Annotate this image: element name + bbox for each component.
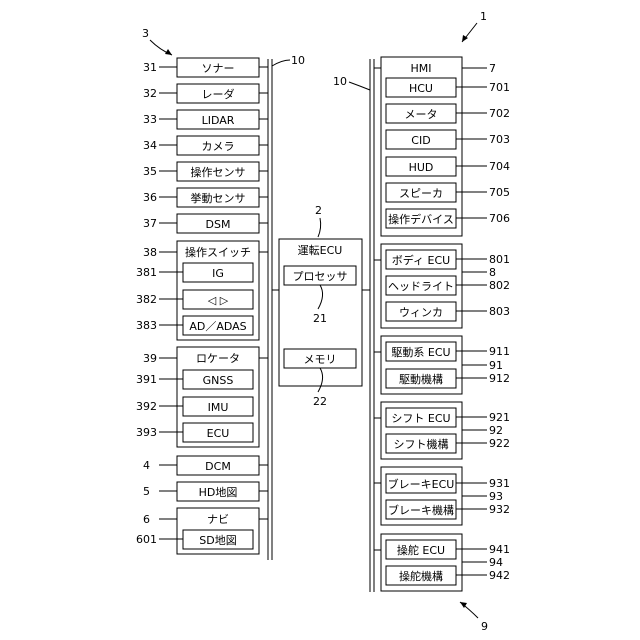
shift-ecu-label: シフト ECU: [391, 412, 450, 425]
ref-931: 931: [489, 477, 510, 490]
ref-392: 392: [136, 400, 157, 413]
ref-912: 912: [489, 372, 510, 385]
ref-601: 601: [136, 533, 157, 546]
ref-2: 2: [315, 204, 322, 217]
ref-702: 702: [489, 107, 510, 120]
ref-10-right-leader: [349, 82, 370, 90]
locator-label: ロケータ: [196, 352, 240, 365]
ref-801: 801: [489, 253, 510, 266]
ref-10-left: 10: [291, 54, 305, 67]
ad-adas-label: AD／ADAS: [189, 320, 246, 333]
ref-706: 706: [489, 212, 510, 225]
hmi-label: HMI: [410, 62, 431, 75]
ref-942: 942: [489, 569, 510, 582]
ref-10-right: 10: [333, 75, 347, 88]
camera-label: カメラ: [202, 140, 235, 153]
brake-ecu-label: ブレーキECU: [388, 477, 455, 491]
ref-4: 4: [143, 459, 150, 472]
center-group: 2 運転ECU プロセッサ 21 メモリ 22: [272, 204, 370, 408]
ref-39: 39: [143, 352, 157, 365]
ig-label: IG: [212, 267, 224, 280]
brake-mech-label: ブレーキ機構: [388, 503, 454, 517]
sonar-label: ソナー: [202, 62, 235, 75]
ref-8: 8: [489, 266, 496, 279]
behavior-sensor-label: 挙動センサ: [191, 191, 246, 205]
hd-map-label: HD地図: [199, 486, 238, 499]
ref-383: 383: [136, 319, 157, 332]
loc-ecu-label: ECU: [207, 427, 230, 440]
headlight-label: ヘッドライト: [388, 280, 454, 293]
ref-22: 22: [313, 395, 327, 408]
ref-701: 701: [489, 81, 510, 94]
ref-36: 36: [143, 191, 157, 204]
ref-33: 33: [143, 113, 157, 126]
op-switch-label: 操作スイッチ: [185, 245, 251, 259]
ref-803: 803: [489, 305, 510, 318]
radar-label: レーダ: [202, 87, 235, 101]
ref-9: 9: [481, 620, 488, 633]
lidar-label: LIDAR: [202, 114, 235, 127]
memory-label: メモリ: [304, 353, 337, 366]
ref-941: 941: [489, 543, 510, 556]
ref-921: 921: [489, 411, 510, 424]
shift-mech-label: シフト機構: [394, 437, 449, 451]
winker-label: ウィンカ: [399, 306, 443, 319]
steer-ecu-label: 操舵 ECU: [397, 543, 445, 557]
drive-mech-label: 駆動機構: [399, 372, 443, 386]
ref-10-left-leader: [272, 60, 290, 66]
ref-391: 391: [136, 373, 157, 386]
gnss-label: GNSS: [203, 374, 234, 387]
hud-label: HUD: [409, 161, 434, 174]
ref-31: 31: [143, 61, 157, 74]
ref-381: 381: [136, 266, 157, 279]
navi-label: ナビ: [207, 513, 229, 526]
ref-2-leader: [318, 218, 321, 237]
body-ecu-label: ボディ ECU: [392, 253, 450, 267]
ref-393: 393: [136, 426, 157, 439]
ref-21: 21: [313, 312, 327, 325]
ref-32: 32: [143, 87, 157, 100]
op-sensor-label: 操作センサ: [191, 165, 246, 179]
speaker-label: スピーカ: [399, 187, 443, 200]
sd-map-label: SD地図: [199, 534, 236, 547]
ref-7: 7: [489, 62, 496, 75]
steer-mech-label: 操舵機構: [399, 569, 443, 583]
ref-93: 93: [489, 490, 503, 503]
arrows-label: ◁ ▷: [208, 294, 229, 307]
driving-ecu-label: 運転ECU: [298, 244, 343, 257]
ref-92: 92: [489, 424, 503, 437]
ref-922: 922: [489, 437, 510, 450]
cid-label: CID: [411, 134, 430, 147]
ref-703: 703: [489, 133, 510, 146]
ref-94: 94: [489, 556, 503, 569]
op-device-label: 操作デバイス: [388, 212, 454, 226]
hcu-label: HCU: [409, 82, 433, 95]
ref-35: 35: [143, 165, 157, 178]
ref-911: 911: [489, 345, 510, 358]
ref-5: 5: [143, 485, 150, 498]
ref-38: 38: [143, 246, 157, 259]
meter-label: メータ: [405, 108, 438, 121]
dcm-label: DCM: [205, 460, 231, 473]
ref-37: 37: [143, 217, 157, 230]
ref-1: 1: [480, 10, 487, 23]
ref-91: 91: [489, 359, 503, 372]
ref-382: 382: [136, 293, 157, 306]
ref-932: 932: [489, 503, 510, 516]
ref-3: 3: [142, 27, 149, 40]
processor-label: プロセッサ: [293, 270, 348, 283]
dsm-label: DSM: [206, 218, 231, 231]
ref-802: 802: [489, 279, 510, 292]
ref-704: 704: [489, 160, 510, 173]
ref-6: 6: [143, 513, 150, 526]
ref-705: 705: [489, 186, 510, 199]
imu-label: IMU: [208, 401, 229, 414]
ref-34: 34: [143, 139, 157, 152]
drive-ecu-label: 駆動系 ECU: [391, 345, 450, 359]
